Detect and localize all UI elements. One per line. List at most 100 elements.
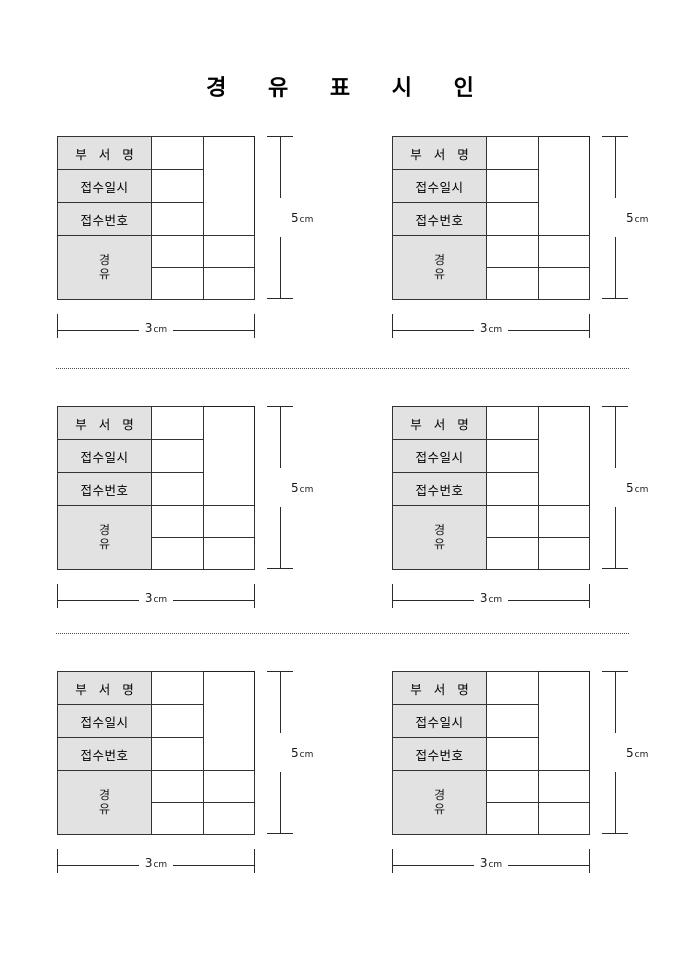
routing-cell-r1c1[interactable] — [151, 770, 204, 803]
field-label-routing: 경 유 — [57, 505, 152, 570]
table-row — [58, 802, 255, 835]
field-value-receipt-datetime[interactable] — [486, 704, 539, 738]
dimension-height-label: 5cm — [291, 745, 314, 760]
routing-cell-r1c2[interactable] — [202, 770, 255, 803]
routing-cell-r2c1[interactable] — [486, 267, 539, 300]
field-value-department[interactable] — [486, 671, 539, 705]
table-row: 접수일시 — [57, 439, 255, 473]
dimension-width: 3cm — [392, 584, 590, 610]
dimension-line-lower — [280, 772, 281, 834]
dimension-tick-bottom — [267, 298, 293, 299]
routing-cell-r1c1[interactable] — [486, 505, 539, 538]
routing-label-char-1: 경 — [433, 522, 446, 537]
routing-cell-r2c2[interactable] — [537, 537, 590, 570]
routing-cell-r2c1[interactable] — [151, 537, 204, 570]
field-value-receipt-number[interactable] — [151, 472, 204, 506]
cut-line-2 — [56, 633, 629, 634]
field-value-receipt-number[interactable] — [151, 202, 204, 236]
dimension-tick-left — [392, 849, 393, 873]
routing-cell-r1c2[interactable] — [202, 505, 255, 538]
dimension-tick-right — [589, 584, 590, 608]
dimension-tick-left — [57, 314, 58, 338]
routing-cell-r2c1[interactable] — [486, 802, 539, 835]
table-row: 경 유 — [392, 505, 590, 570]
routing-cell-r1c1[interactable] — [151, 235, 204, 268]
field-value-receipt-datetime[interactable] — [486, 439, 539, 473]
dimension-width-label: 3cm — [476, 856, 506, 870]
routing-label-char-2: 유 — [433, 801, 446, 816]
dimension-line-right — [173, 330, 255, 331]
table-row: 접수번호 — [57, 737, 255, 771]
field-label-receipt-number: 접수번호 — [392, 737, 487, 771]
field-value-receipt-datetime[interactable] — [151, 169, 204, 203]
field-value-department[interactable] — [486, 406, 539, 440]
routing-cell-r1c2[interactable] — [537, 235, 590, 268]
field-label-department: 부 서 명 — [57, 406, 152, 440]
dimension-tick-bottom — [602, 298, 628, 299]
routing-cell-r2c1[interactable] — [151, 267, 204, 300]
routing-cell-r2c2[interactable] — [202, 802, 255, 835]
dimension-height: 5cm — [267, 671, 325, 834]
routing-cell-r2c2[interactable] — [202, 537, 255, 570]
table-row: 접수일시 — [392, 169, 590, 203]
table-row: 부 서 명 — [392, 136, 590, 170]
dimension-tick-right — [254, 849, 255, 873]
field-label-routing: 경 유 — [392, 505, 487, 570]
table-row: 경 유 — [57, 235, 255, 300]
stamp-table: 부 서 명 접수일시 접수번호 경 유 — [392, 671, 590, 835]
routing-cell-r1c1[interactable] — [486, 235, 539, 268]
routing-cell-r2c1[interactable] — [151, 802, 204, 835]
dimension-line-right — [508, 865, 590, 866]
field-value-receipt-datetime[interactable] — [151, 439, 204, 473]
stamp-block-2: 부 서 명 접수일시 접수번호 경 유 — [392, 136, 660, 351]
field-label-receipt-datetime: 접수일시 — [392, 704, 487, 738]
stamp-table: 부 서 명 접수일시 접수번호 경 유 — [392, 136, 590, 300]
dimension-tick-left — [392, 314, 393, 338]
field-label-routing: 경 유 — [392, 770, 487, 835]
table-row: 부 서 명 — [392, 671, 590, 705]
field-value-receipt-number[interactable] — [486, 737, 539, 771]
dimension-line-upper — [280, 136, 281, 198]
field-value-department[interactable] — [486, 136, 539, 170]
routing-cell-r1c1[interactable] — [151, 505, 204, 538]
table-row — [393, 802, 590, 835]
field-value-receipt-number[interactable] — [151, 737, 204, 771]
table-row — [393, 267, 590, 300]
field-label-receipt-datetime: 접수일시 — [392, 439, 487, 473]
field-value-receipt-datetime[interactable] — [151, 704, 204, 738]
routing-label-char-1: 경 — [433, 252, 446, 267]
dimension-height: 5cm — [602, 136, 660, 299]
field-value-department[interactable] — [151, 671, 204, 705]
field-value-receipt-number[interactable] — [486, 472, 539, 506]
field-value-department[interactable] — [151, 406, 204, 440]
routing-cell-r2c1[interactable] — [486, 537, 539, 570]
routing-cell-r2c2[interactable] — [537, 267, 590, 300]
stamp-block-3: 부 서 명 접수일시 접수번호 경 유 — [57, 406, 325, 621]
dimension-width-label: 3cm — [476, 591, 506, 605]
dimension-width: 3cm — [57, 849, 255, 875]
table-row: 부 서 명 — [57, 406, 255, 440]
routing-cell-r1c2[interactable] — [202, 235, 255, 268]
field-value-receipt-datetime[interactable] — [486, 169, 539, 203]
routing-cell-r2c2[interactable] — [537, 802, 590, 835]
routing-cell-r1c1[interactable] — [486, 770, 539, 803]
field-label-receipt-number: 접수번호 — [57, 737, 152, 771]
dimension-tick-bottom — [267, 568, 293, 569]
cut-line-1 — [56, 368, 629, 369]
dimension-height: 5cm — [267, 406, 325, 569]
dimension-line-left — [392, 600, 474, 601]
field-label-receipt-number: 접수번호 — [57, 202, 152, 236]
field-value-receipt-number[interactable] — [486, 202, 539, 236]
dimension-width-label: 3cm — [141, 321, 171, 335]
field-value-department[interactable] — [151, 136, 204, 170]
table-row: 접수일시 — [392, 704, 590, 738]
dimension-line-right — [173, 600, 255, 601]
field-label-routing: 경 유 — [57, 235, 152, 300]
table-row: 경 유 — [392, 235, 590, 300]
field-label-receipt-number: 접수번호 — [392, 472, 487, 506]
dimension-line-upper — [615, 136, 616, 198]
routing-cell-r1c2[interactable] — [537, 505, 590, 538]
routing-cell-r1c2[interactable] — [537, 770, 590, 803]
table-row: 접수일시 — [392, 439, 590, 473]
routing-cell-r2c2[interactable] — [202, 267, 255, 300]
